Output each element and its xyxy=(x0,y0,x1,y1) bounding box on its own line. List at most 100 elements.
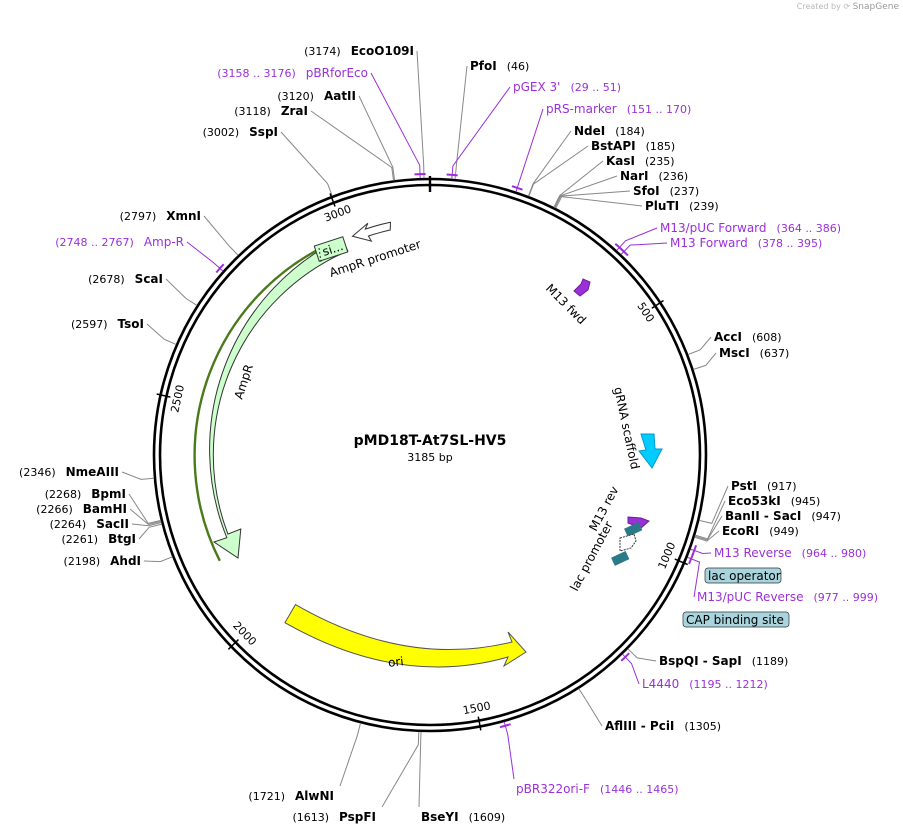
enzyme-afliii-pcii[interactable]: AflIII - PciI(1305) xyxy=(605,719,721,733)
enzyme-msci-name: MscI xyxy=(719,346,750,360)
enzyme-zrai-name: ZraI xyxy=(281,104,308,118)
enzyme-xmni[interactable]: XmnI(2797) xyxy=(120,209,201,223)
enzyme-nmeaiii-position: (2346) xyxy=(19,466,56,479)
enzyme-banii-saci-position: (947) xyxy=(811,510,841,523)
primer-pbr322ori-f-name: pBR322ori-F xyxy=(516,782,590,796)
enzyme-nmeaiii[interactable]: NmeAIII (2346) xyxy=(19,465,119,479)
enzyme-ndei[interactable]: NdeI(184) xyxy=(574,124,645,138)
primer-mark-pgex-3 xyxy=(446,173,458,177)
enzyme-ecoo109i[interactable]: EcoO109I(3174) xyxy=(304,44,414,58)
primer-m13-forward-position: (378 .. 395) xyxy=(758,237,823,250)
enzyme-leader-kasi xyxy=(553,160,604,208)
primer-pbr322ori-f[interactable]: pBR322ori-F(1446 .. 1465) xyxy=(516,782,679,796)
enzyme-pspfi[interactable]: PspFI(1613) xyxy=(292,810,376,824)
ori-feature-arrow[interactable] xyxy=(284,603,527,668)
enzyme-scai[interactable]: ScaI(2678) xyxy=(88,272,163,286)
lac-operator-label: lac operator xyxy=(708,569,781,583)
ampr-promoter-arrow[interactable] xyxy=(351,221,392,242)
enzyme-zrai[interactable]: ZraI(3118) xyxy=(234,104,308,118)
primer-prs-marker[interactable]: pRS-marker(151 .. 170) xyxy=(546,102,691,116)
primer-m13-puc-reverse[interactable]: M13/pUC Reverse(977 .. 999) xyxy=(697,590,878,604)
primer-pbrforeco[interactable]: pBRforEco(3158 .. 3176) xyxy=(217,66,368,80)
enzyme-bpmi[interactable]: BpmI(2268) xyxy=(45,487,126,501)
primer-pgex-3-position: (29 .. 51) xyxy=(570,81,621,94)
enzyme-pspfi-name: PspFI xyxy=(339,810,376,824)
enzyme-tsoi[interactable]: TsoI(2597) xyxy=(71,317,144,331)
enzyme-acci-name: AccI xyxy=(714,330,742,344)
enzyme-sacii[interactable]: SacII(2264) xyxy=(50,517,129,531)
enzyme-pluti-name: PluTI xyxy=(645,199,679,213)
primer-mark-m13-puc-reverse xyxy=(688,553,695,565)
enzyme-xmni-name: XmnI xyxy=(166,209,201,223)
enzyme-leader-aatii xyxy=(358,95,396,181)
lac-operator-mark[interactable] xyxy=(624,521,643,537)
m13-fwd-arrow[interactable] xyxy=(573,278,591,297)
enzyme-bspqi-sapi[interactable]: BspQI - SapI(1189) xyxy=(659,654,788,668)
enzyme-ecoo109i-position: (3174) xyxy=(304,45,341,58)
primer-l4440[interactable]: L4440(1195 .. 1212) xyxy=(642,677,768,691)
enzyme-btgi-position: (2261) xyxy=(61,533,98,546)
enzyme-leader-psti xyxy=(699,485,729,524)
primer-m13-reverse-name: M13 Reverse xyxy=(714,546,792,560)
feature-label-ori: ori xyxy=(387,654,404,670)
primer-m13-puc-forward-name: M13/pUC Forward xyxy=(660,221,767,235)
enzyme-ahdi[interactable]: AhdI(2198) xyxy=(64,554,141,568)
enzyme-bseyi[interactable]: BseYI(1609) xyxy=(421,810,505,824)
enzyme-nmeaiii-name: NmeAIII xyxy=(66,465,119,479)
enzyme-acci[interactable]: AccI(608) xyxy=(714,330,782,344)
enzyme-ahdi-name: AhdI xyxy=(110,554,141,568)
primer-l4440-name: L4440 xyxy=(642,677,679,691)
enzyme-ecori[interactable]: EcoRI(949) xyxy=(722,524,799,538)
enzyme-pluti[interactable]: PluTI(239) xyxy=(645,199,719,213)
primer-mark-pbr322ori-f xyxy=(499,723,511,729)
enzyme-bstapi[interactable]: BstAPI(185) xyxy=(591,139,675,153)
signal-sequence-box[interactable] xyxy=(313,236,349,262)
primer-m13-forward[interactable]: M13 Forward(378 .. 395) xyxy=(670,236,822,250)
lac-promoter-arrow[interactable] xyxy=(619,533,637,552)
grna-scaffold-arrow[interactable] xyxy=(638,433,663,469)
enzyme-leader-zrai xyxy=(310,110,394,181)
primer-pgex-3-name: pGEX 3' xyxy=(513,80,560,94)
primer-mark-amp-r xyxy=(215,263,225,274)
enzyme-eco53ki-position: (945) xyxy=(791,495,821,508)
enzyme-kasi-position: (235) xyxy=(645,155,675,168)
feature-label-si: si... xyxy=(321,239,345,259)
enzyme-aatii[interactable]: AatII(3120) xyxy=(277,89,356,103)
enzyme-bamhi[interactable]: BamHI(2266) xyxy=(36,502,127,516)
enzyme-pfoi[interactable]: PfoI(46) xyxy=(470,59,529,73)
primer-m13-reverse[interactable]: M13 Reverse(964 .. 980) xyxy=(714,546,866,560)
lac-operator-box[interactable] xyxy=(704,567,782,584)
enzyme-ecori-name: EcoRI xyxy=(722,524,759,538)
enzyme-nari[interactable]: NarI(236) xyxy=(620,169,688,183)
enzyme-sfoi[interactable]: SfoI(237) xyxy=(633,184,699,198)
ampr-feature-arrow[interactable] xyxy=(209,237,349,559)
cap-binding-site-box[interactable] xyxy=(682,611,790,628)
enzyme-scai-position: (2678) xyxy=(88,273,125,286)
enzyme-alwni[interactable]: AlwNI(1721) xyxy=(248,789,334,803)
enzyme-btgi[interactable]: BtgI(2261) xyxy=(61,532,136,546)
enzyme-banii-saci[interactable]: BanII - SacI(947) xyxy=(725,509,841,523)
enzyme-psti[interactable]: PstI(917) xyxy=(731,479,797,493)
primer-m13-puc-forward[interactable]: M13/pUC Forward (364 .. 386) xyxy=(660,221,841,235)
enzyme-kasi-name: KasI xyxy=(606,154,635,168)
enzyme-sspi[interactable]: SspI(3002) xyxy=(203,125,278,139)
enzyme-eco53ki-name: Eco53kI xyxy=(728,494,781,508)
enzyme-leader-tsoi xyxy=(146,323,177,345)
enzyme-bamhi-name: BamHI xyxy=(83,502,127,516)
primer-pgex-3[interactable]: pGEX 3' (29 .. 51) xyxy=(513,80,621,94)
plasmid-name: pMD18T-At7SL-HV5 xyxy=(354,433,507,449)
primer-leader-prs-marker xyxy=(515,108,544,192)
enzyme-alwni-position: (1721) xyxy=(248,790,285,803)
ruler-tick-500 xyxy=(651,299,664,309)
enzyme-leader-ahdi xyxy=(143,556,173,563)
primer-m13-puc-forward-position: (364 .. 386) xyxy=(777,222,842,235)
cap-binding-site-mark[interactable] xyxy=(611,550,630,566)
ruler-tick-label-2500: 2500 xyxy=(168,384,187,414)
enzyme-leader-pfoi xyxy=(454,65,468,180)
primer-amp-r[interactable]: Amp-R(2748 .. 2767) xyxy=(55,235,184,249)
enzyme-kasi[interactable]: KasI (235) xyxy=(606,154,675,168)
enzyme-leader-scai xyxy=(165,278,198,306)
enzyme-eco53ki[interactable]: Eco53kI (945) xyxy=(728,494,820,508)
enzyme-msci[interactable]: MscI(637) xyxy=(719,346,789,360)
ruler-tick-2500 xyxy=(156,393,171,398)
